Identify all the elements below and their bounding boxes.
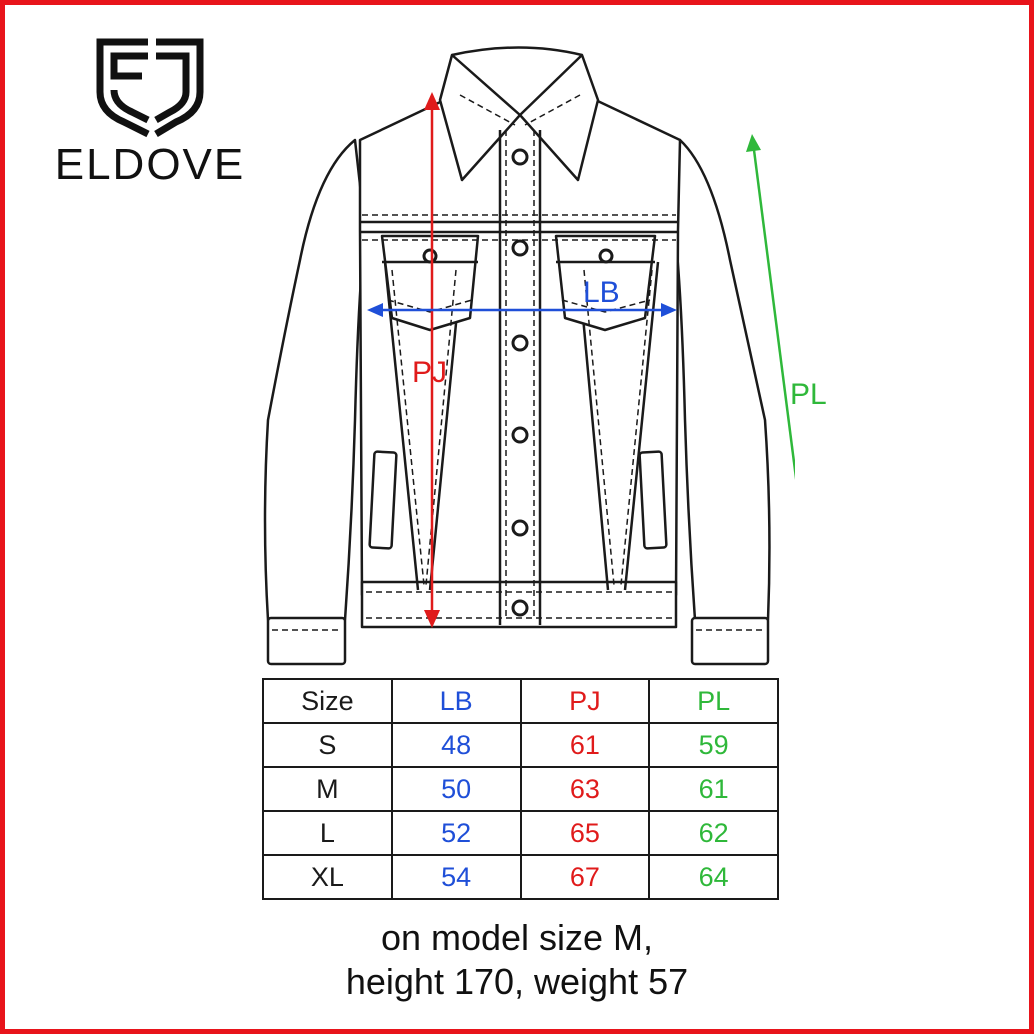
pl-label: PL: [790, 378, 827, 411]
left-chest-pocket: [380, 234, 480, 332]
lb-label: LB: [583, 276, 620, 309]
pj-cell: 67: [519, 854, 651, 900]
button: [511, 239, 529, 257]
lb-arrow: [367, 303, 677, 317]
lb-cell: 48: [390, 722, 522, 768]
left-cuff: [266, 616, 347, 666]
size-cell: XL: [262, 854, 393, 900]
button: [511, 334, 529, 352]
size-cell: S: [262, 722, 393, 768]
table-row: S 48 61 59: [262, 722, 779, 768]
brand-emblem-icon: [96, 38, 204, 138]
button: [511, 148, 529, 166]
left-sleeve: [263, 138, 367, 622]
brand-wordmark: ELDOVE: [54, 140, 246, 189]
button: [511, 599, 529, 617]
lb-cell: 50: [390, 766, 522, 812]
jacket-diagram: [263, 46, 795, 666]
pj-label: PJ: [412, 356, 448, 389]
button: [511, 426, 529, 444]
collar-right: [518, 53, 600, 182]
table-row: M 50 63 61: [262, 766, 779, 812]
pj-cell: 65: [519, 810, 651, 856]
header-lb: LB: [390, 678, 522, 724]
right-sleeve: [673, 138, 771, 622]
pl-arrow: [746, 134, 795, 480]
pl-cell: 59: [648, 722, 779, 768]
collar-left: [438, 53, 522, 182]
header-pl: PL: [648, 678, 779, 724]
caption-line-2: height 170, weight 57: [345, 961, 689, 1002]
right-cuff: [690, 616, 770, 666]
pl-cell: 61: [648, 766, 779, 812]
right-chest-pocket: [554, 234, 657, 332]
size-cell: M: [262, 766, 393, 812]
brand-logo: ELDOVE: [52, 34, 248, 194]
size-chart-table: Size LB PJ PL S 48 61 59 M 50 63 61 L 52…: [262, 678, 779, 900]
right-hand-pocket: [638, 450, 668, 550]
caption-line-1: on model size M,: [380, 917, 654, 958]
pocket-button: [422, 248, 438, 264]
header-pj: PJ: [519, 678, 651, 724]
pj-cell: 61: [519, 722, 651, 768]
model-info-caption: on model size M, height 170, weight 57: [0, 916, 1034, 1004]
table-row: XL 54 67 64: [262, 854, 779, 900]
pocket-button: [598, 248, 614, 264]
header-size: Size: [262, 678, 393, 724]
table-header-row: Size LB PJ PL: [262, 678, 779, 724]
pl-cell: 64: [648, 854, 779, 900]
pl-cell: 62: [648, 810, 779, 856]
table-row: L 52 65 62: [262, 810, 779, 856]
pj-arrow: [424, 92, 440, 628]
button: [511, 519, 529, 537]
pj-cell: 63: [519, 766, 651, 812]
lb-cell: 54: [390, 854, 522, 900]
size-cell: L: [262, 810, 393, 856]
left-hand-pocket: [368, 450, 398, 550]
lb-cell: 52: [390, 810, 522, 856]
